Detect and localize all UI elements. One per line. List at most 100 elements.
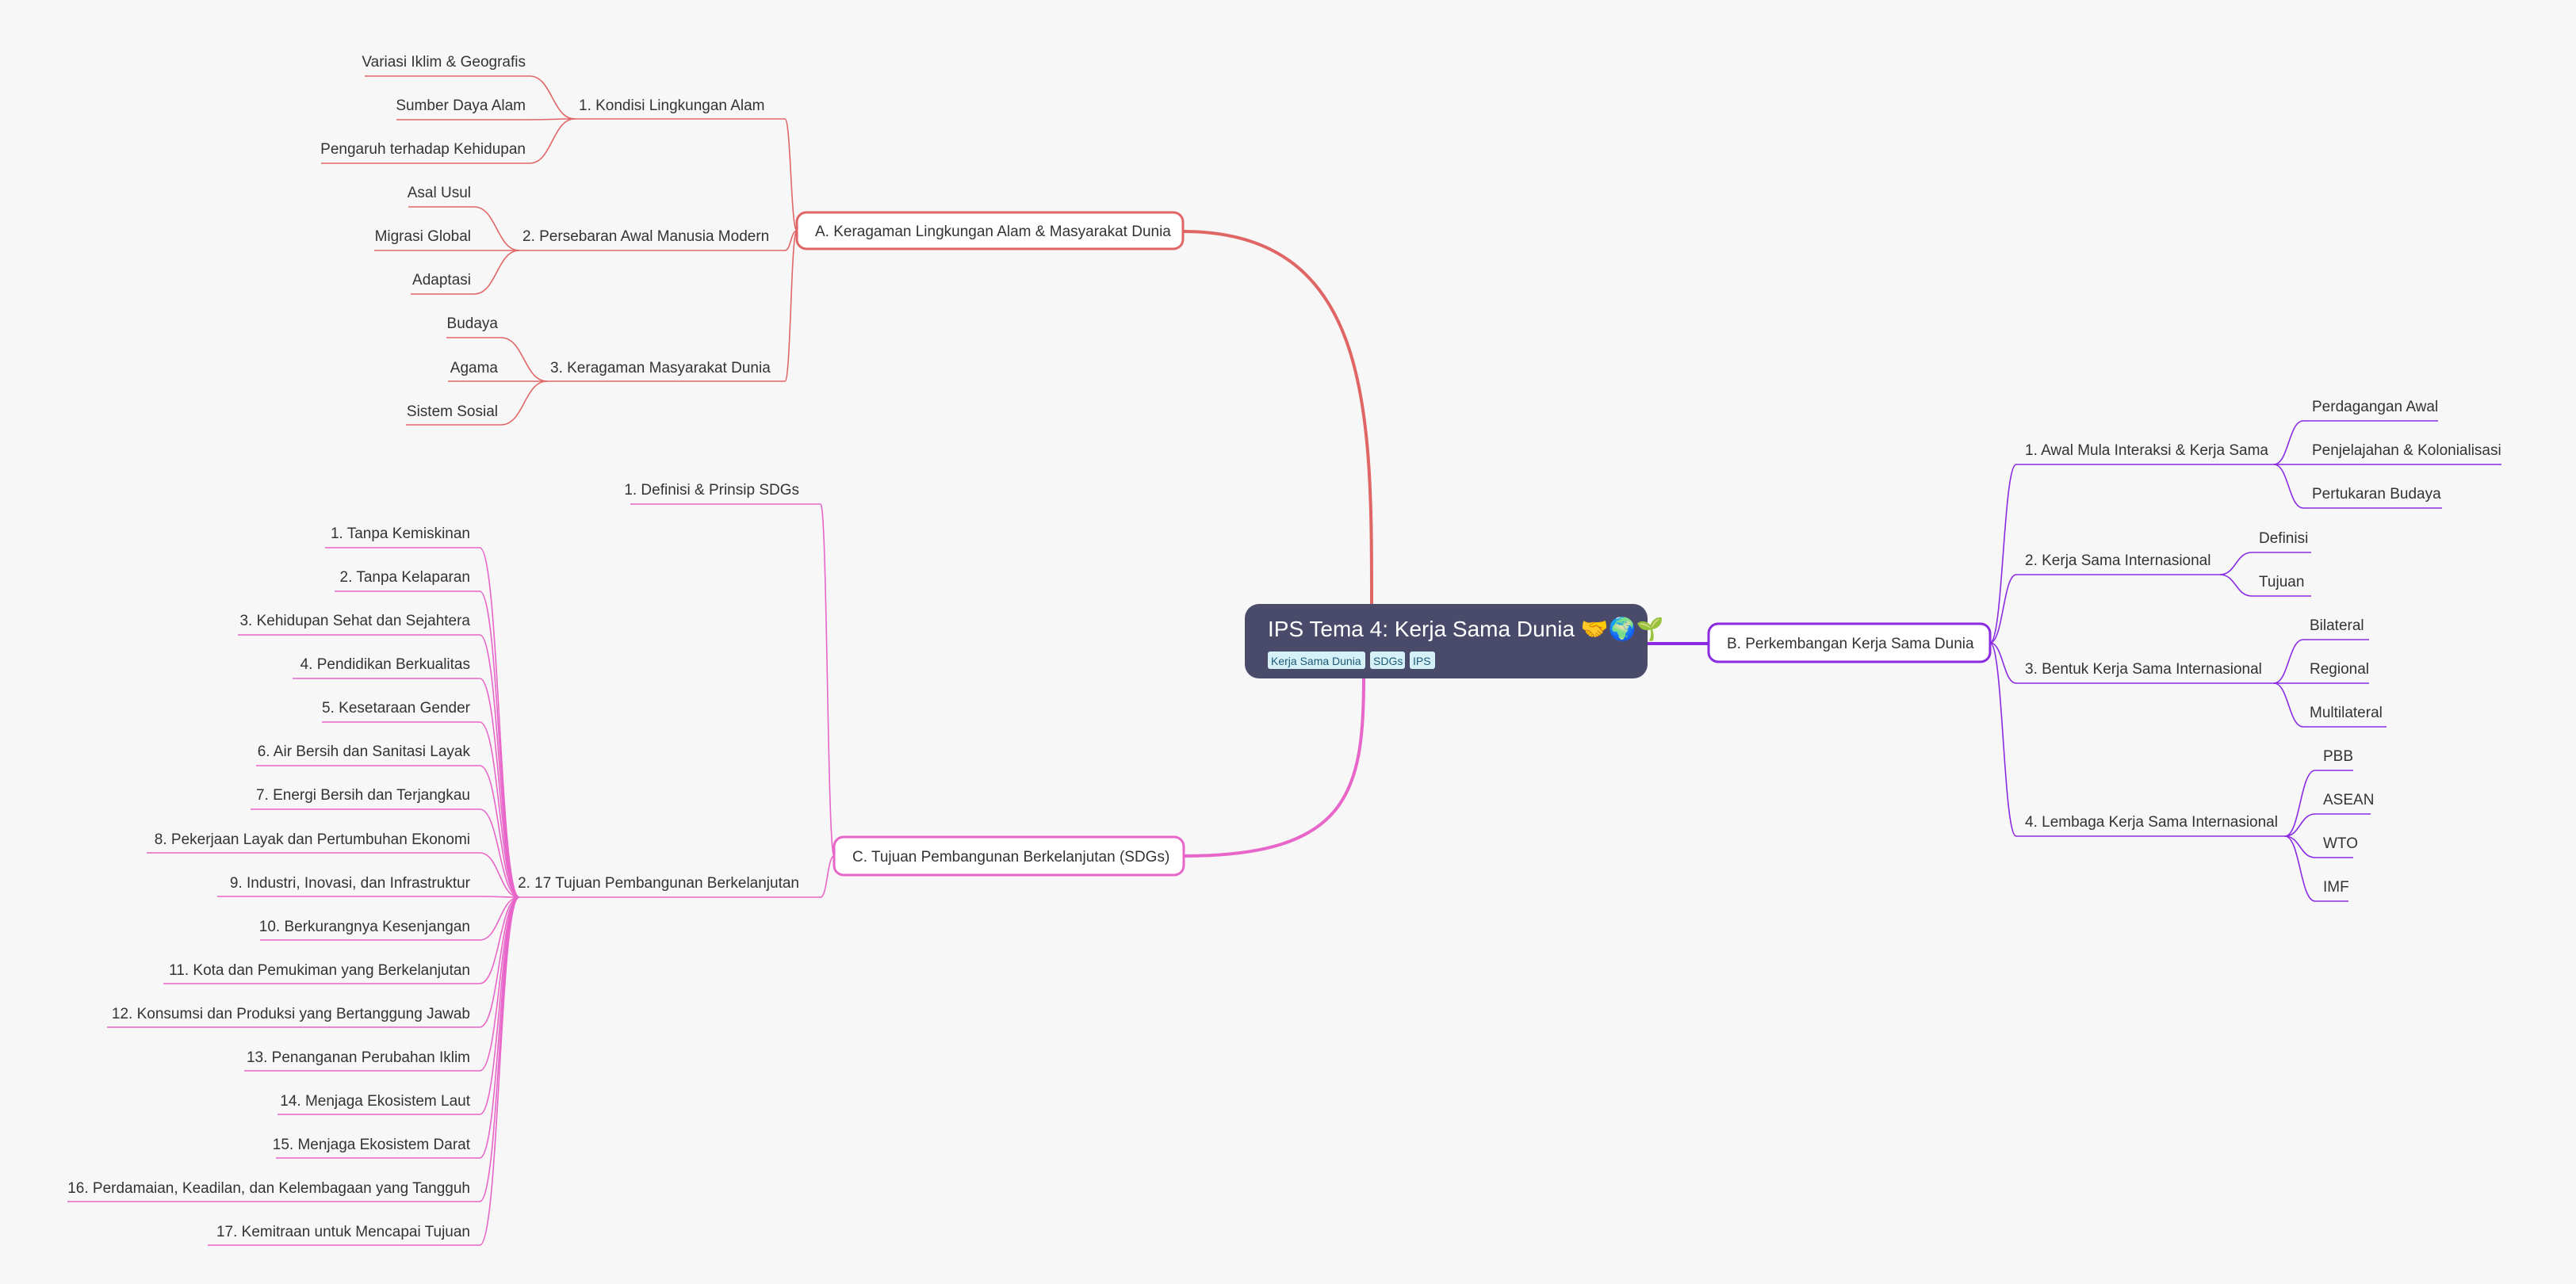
sdg-goal-item[interactable]: 4. Pendidikan Berkualitas (300, 656, 470, 673)
sdg-goal-item[interactable]: 10. Berkurangnya Kesenjangan (259, 919, 470, 935)
leaf-node[interactable]: Variasi Iklim & Geografis (362, 54, 526, 71)
leaf-node[interactable]: Budaya (447, 315, 499, 332)
connector-line (256, 765, 520, 898)
branch-node-b[interactable]: B. Perkembangan Kerja Sama Dunia (1707, 622, 1992, 663)
connector-line (519, 855, 835, 898)
sdg-goal-item[interactable]: 9. Industri, Inovasi, dan Infrastruktur (230, 875, 471, 892)
connector-line (519, 230, 798, 251)
sdg-goal-item[interactable]: 6. Air Bersih dan Sanitasi Layak (258, 743, 471, 760)
leaf-node[interactable]: PBB (2323, 748, 2353, 765)
sdg-goal-item[interactable]: 15. Menjaga Ekosistem Darat (273, 1137, 471, 1153)
connector-line (2273, 420, 2438, 465)
leaf-node[interactable]: ASEAN (2323, 792, 2374, 808)
connector-line (321, 118, 576, 164)
subtopic-node[interactable]: 3. Bentuk Kerja Sama Internasional (2025, 661, 2262, 678)
subtopic-node[interactable]: 1. Definisi & Prinsip SDGs (624, 482, 799, 499)
sdg-goal-item[interactable]: 1. Tanpa Kemiskinan (331, 525, 470, 542)
sdg-goal-item[interactable]: 17. Kemitraan untuk Mencapai Tujuan (216, 1224, 470, 1240)
connector-line (408, 206, 520, 251)
connector-line (2284, 835, 2348, 902)
connector-line (2273, 682, 2387, 728)
connector-line (575, 118, 798, 231)
sdg-goal-item[interactable]: 2. Tanpa Kelaparan (340, 569, 470, 586)
connector-line (147, 852, 520, 898)
subtopic-node[interactable]: 2. Kerja Sama Internasional (2025, 552, 2210, 569)
tag-badge (1370, 652, 1405, 669)
sdg-goal-item[interactable]: 14. Menjaga Ekosistem Laut (280, 1093, 470, 1110)
leaf-node[interactable]: Pertukaran Budaya (2312, 486, 2441, 503)
leaf-node[interactable]: Agama (450, 360, 499, 376)
connector-line (293, 678, 520, 898)
branch-node-box (1707, 622, 1992, 663)
connector-line (2219, 574, 2311, 597)
connector-line (1989, 642, 2285, 837)
branch-label: B. Perkembangan Kerja Sama Dunia (1727, 636, 1974, 652)
subtopic-node[interactable]: 4. Lembaga Kerja Sama Internasional (2025, 814, 2278, 831)
leaf-node[interactable]: Perdagangan Awal (2312, 399, 2438, 415)
leaf-node[interactable]: Pengaruh terhadap Kehidupan (320, 141, 526, 158)
branch-node-a[interactable]: A. Keragaman Lingkungan Alam & Masyaraka… (795, 211, 1185, 250)
tag-label: Kerja Sama Dunia (1271, 655, 1361, 667)
subtopic-node[interactable]: 3. Keragaman Masyarakat Dunia (550, 360, 771, 376)
leaf-node[interactable]: Multilateral (2310, 705, 2383, 721)
connector-line (365, 75, 576, 120)
leaf-node[interactable]: IMF (2323, 879, 2349, 896)
sdg-goal-list: 1. Tanpa Kemiskinan 2. Tanpa Kelaparan 3… (67, 525, 470, 1240)
sdg-goal-item[interactable]: 16. Perdamaian, Keadilan, dan Kelembagaa… (67, 1180, 470, 1197)
subtopic-node[interactable]: 1. Kondisi Lingkungan Alam (579, 97, 765, 114)
connector-line (411, 250, 520, 295)
leaf-node[interactable]: WTO (2323, 835, 2358, 852)
connector-line (2284, 770, 2353, 837)
sdg-goal-item[interactable]: 12. Konsumsi dan Produksi yang Bertanggu… (112, 1006, 470, 1022)
leaf-node[interactable]: Asal Usul (408, 185, 471, 201)
connector-line (163, 896, 520, 984)
connector-line (322, 721, 520, 898)
connector-line (2273, 464, 2442, 509)
leaf-node[interactable]: Penjelajahan & Kolonialisasi (2312, 442, 2501, 459)
sdg-goal-item[interactable]: 13. Penanganan Perubahan Iklim (247, 1049, 470, 1066)
sdg-goal-item[interactable]: 7. Energi Bersih dan Terjangkau (256, 787, 470, 804)
connector-line (1989, 574, 2220, 644)
leaf-node[interactable]: Regional (2310, 661, 2369, 678)
leaf-node[interactable]: Sistem Sosial (407, 403, 498, 420)
root-title: IPS Tema 4: Kerja Sama Dunia 🤝🌍🌱 (1268, 616, 1663, 642)
branch-node-box (795, 211, 1185, 250)
connector-line (260, 896, 520, 941)
branch-label: A. Keragaman Lingkungan Alam & Masyaraka… (815, 224, 1171, 240)
connector-line (107, 896, 520, 1028)
subtopic-node[interactable]: 1. Awal Mula Interaksi & Kerja Sama (2025, 442, 2268, 459)
mind-map-edges (67, 75, 2501, 1246)
connector-line (244, 896, 520, 1072)
connector-line (1183, 678, 1365, 858)
leaf-node[interactable]: Tujuan (2259, 574, 2304, 590)
tag-badge (1268, 652, 1365, 669)
subtopic-node[interactable]: 2. Persebaran Awal Manusia Modern (522, 228, 769, 245)
connector-line (1182, 230, 1373, 605)
connector-line (251, 808, 520, 898)
connector-line (630, 503, 835, 857)
branch-label: C. Tujuan Pembangunan Berkelanjutan (SDG… (852, 849, 1169, 866)
branch-node-c[interactable]: C. Tujuan Pembangunan Berkelanjutan (SDG… (833, 835, 1185, 877)
branch-node-box (833, 835, 1185, 877)
leaf-node[interactable]: Adaptasi (412, 272, 471, 289)
connector-line (396, 118, 576, 120)
root-node[interactable]: IPS Tema 4: Kerja Sama Dunia 🤝🌍🌱 Kerja S… (1245, 604, 1663, 678)
tag-label: SDGs (1373, 655, 1403, 667)
subtopic-node[interactable]: 2. 17 Tujuan Pembangunan Berkelanjutan (518, 875, 799, 892)
leaf-node[interactable]: Bilateral (2310, 617, 2364, 634)
sdg-goal-item[interactable]: 8. Pekerjaan Layak dan Pertumbuhan Ekono… (155, 831, 470, 848)
sdg-goal-item[interactable]: 11. Kota dan Pemukiman yang Berkelanjuta… (169, 962, 470, 979)
connector-line (1989, 464, 2274, 644)
sdg-goal-item[interactable]: 3. Kehidupan Sehat dan Sejahtera (239, 613, 470, 629)
leaf-node[interactable]: Migrasi Global (375, 228, 471, 245)
connector-line (406, 380, 548, 426)
connector-line (2273, 639, 2369, 684)
leaf-node[interactable]: Sumber Daya Alam (396, 97, 526, 114)
connector-line (2284, 835, 2353, 858)
sdg-goal-item[interactable]: 5. Kesetaraan Gender (322, 700, 471, 717)
connector-line (238, 634, 520, 898)
leaf-node[interactable]: Definisi (2259, 530, 2308, 547)
connector-line (2219, 552, 2311, 575)
tag-label: IPS (1413, 655, 1431, 667)
